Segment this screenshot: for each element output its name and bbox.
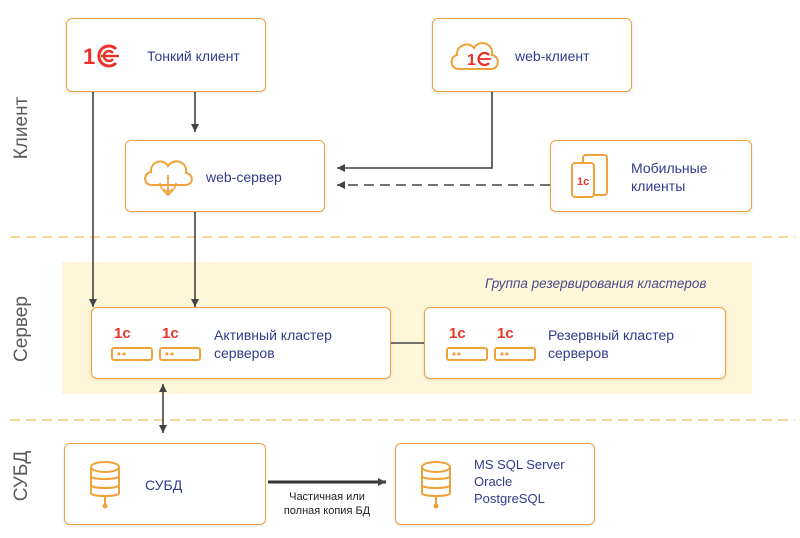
database-icon [421,461,451,509]
svg-text:1c: 1c [114,325,131,342]
db-type-item: Oracle [474,474,513,489]
zone-label-client: Клиент [11,96,32,160]
web-client-label: web-клиент [515,48,590,64]
web-server-label: web-сервер [206,169,282,185]
mobile-clients-box: 1c Мобильные клиенты [550,140,752,212]
active-cluster-label: Активный кластер серверов [214,327,332,361]
backup-cluster-box: 1c 1c Резервный кластер серверов [424,307,726,379]
server-rack-1c-icon: 1c 1c [111,325,201,361]
backup-cluster-label: Резервный кластер серверов [548,327,675,361]
copy-note: Частичная или полная копия БД [283,491,371,517]
arrow-webclient-to-webserver [337,92,493,172]
cloud-sync-icon [144,160,193,197]
active-cluster-box: 1c 1c Активный кластер серверов [91,307,391,379]
database-icon [90,461,120,509]
web-client-box: 1 web-клиент [432,18,632,92]
db-type-item: MS SQL Server [474,457,565,472]
svg-text:1c: 1c [162,325,179,342]
zone-label-server: Сервер [11,296,32,362]
db-types-box: MS SQL Server Oracle PostgreSQL [395,443,595,525]
zone-label-dbms: СУБД [11,450,32,502]
thin-client-label: Тонкий клиент [147,48,240,64]
cluster-group-title: Группа резервирования кластеров [485,276,707,291]
svg-text:1: 1 [467,52,476,69]
thin-client-box: 1 Тонкий клиент [66,18,266,92]
1c-logo-icon: 1 [83,44,119,69]
mobile-devices-icon: 1c [571,154,608,198]
mobile-clients-label: Мобильные клиенты [631,160,708,194]
dbms-box: СУБД [64,443,266,525]
cloud-1c-icon: 1 [450,42,499,70]
dbms-label: СУБД [145,477,183,493]
db-type-item: PostgreSQL [474,491,545,506]
svg-text:1c: 1c [449,325,466,342]
web-server-box: web-сервер [125,140,325,212]
server-rack-1c-icon: 1c 1c [446,325,536,361]
svg-text:1c: 1c [577,176,589,188]
svg-text:1: 1 [83,44,95,69]
svg-text:1c: 1c [497,325,514,342]
db-types-list: MS SQL Server Oracle PostgreSQL [474,456,565,507]
